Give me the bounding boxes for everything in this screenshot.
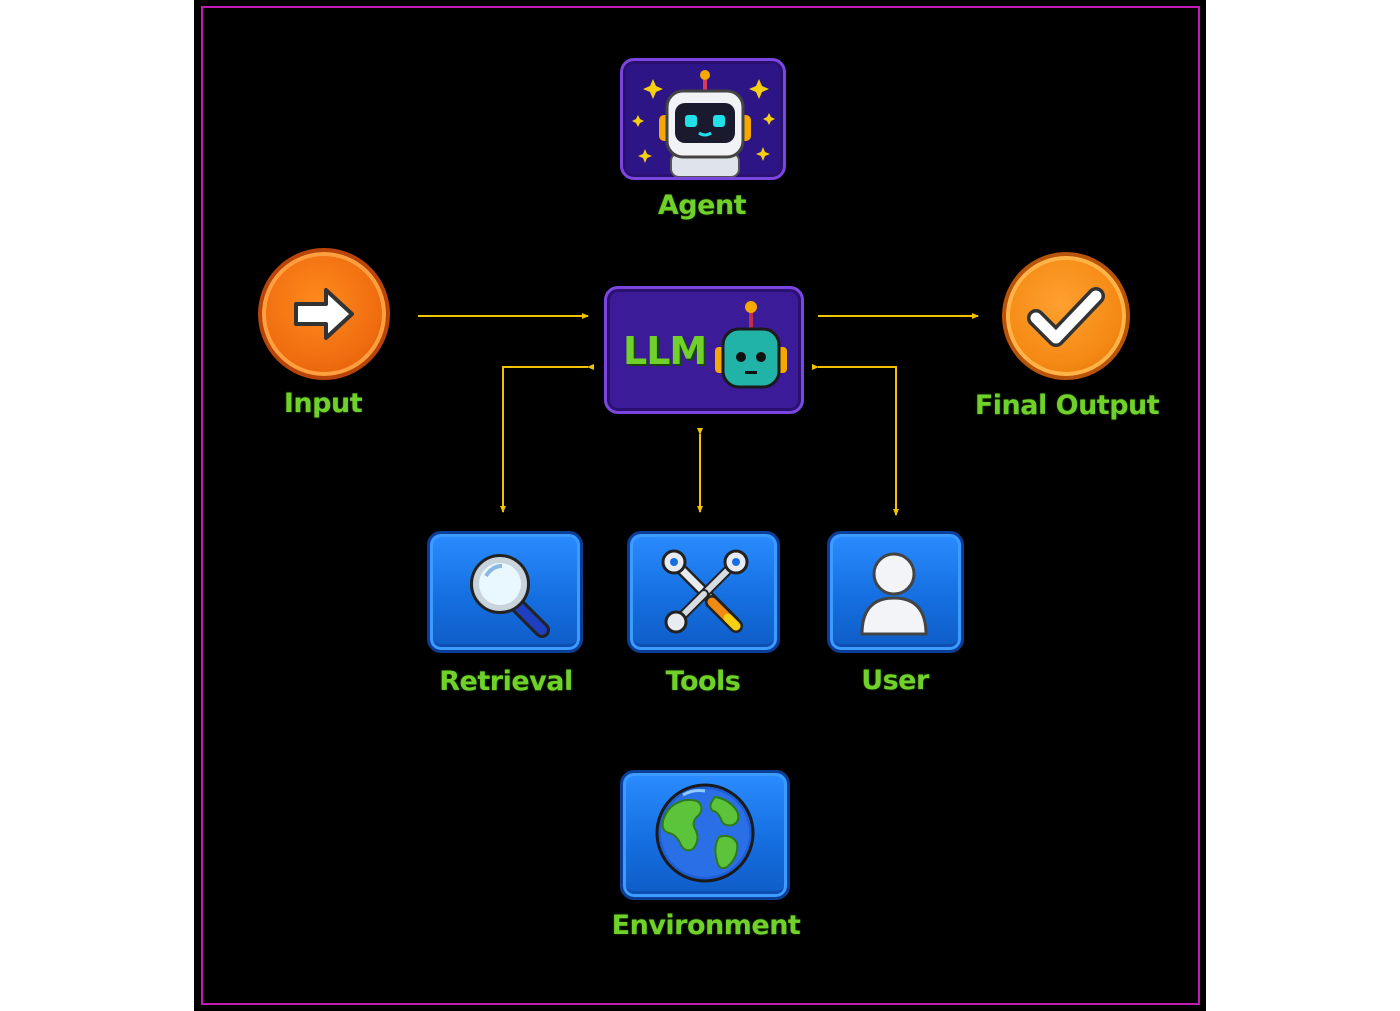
retrieval-tile (427, 531, 583, 653)
agent-tile (620, 58, 786, 180)
environment-label: Environment (611, 910, 801, 941)
agent-label: Agent (657, 190, 747, 221)
robot-head-icon (715, 301, 787, 389)
llm-tile: LLM (604, 286, 804, 414)
retrieval-label: Retrieval (439, 666, 573, 697)
user-tile (827, 531, 964, 653)
input-label: Input (283, 388, 363, 419)
final-output-node (1002, 252, 1130, 380)
tools-tile (627, 531, 780, 653)
final-output-label: Final Output (974, 390, 1160, 421)
tools-label: Tools (665, 666, 741, 697)
wrench-screwdriver-icon (661, 549, 749, 634)
person-icon (860, 552, 928, 636)
arrow-llm-retrieval (500, 364, 594, 513)
globe-icon (655, 783, 755, 883)
llm-label: LLM (623, 329, 707, 373)
arrow-right-icon (294, 288, 354, 340)
environment-tile (620, 770, 790, 900)
diagram-frame (201, 6, 1200, 1005)
user-label: User (861, 665, 929, 696)
magnifier-icon (470, 554, 550, 638)
robot-astronaut-icon (632, 70, 775, 177)
checkmark-icon (1027, 287, 1105, 347)
input-node (258, 248, 390, 380)
arrow-llm-user (812, 364, 899, 516)
